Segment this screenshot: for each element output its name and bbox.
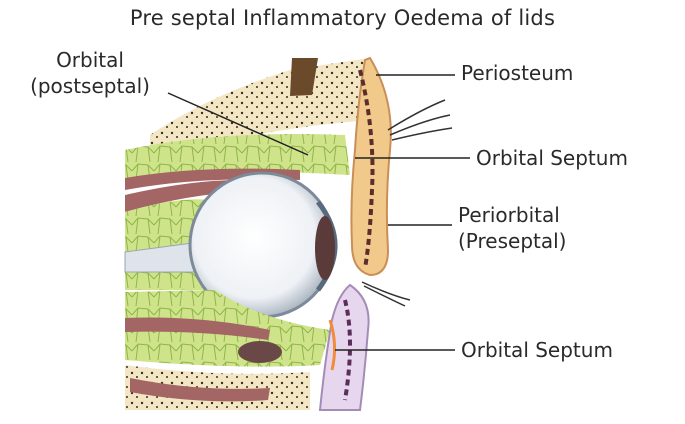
label-orbital-line2: (postseptal) — [12, 73, 168, 99]
label-orbital-postseptal: Orbital (postseptal) — [12, 47, 168, 99]
label-periorbital-preseptal: Periorbital (Preseptal) — [452, 200, 572, 256]
label-periosteum: Periosteum — [455, 58, 579, 88]
label-periorbital-line1: Periorbital — [458, 202, 566, 228]
label-orbital-line1: Orbital — [12, 47, 168, 73]
eyelashes-upper — [388, 100, 452, 140]
label-orbital-septum-lower: Orbital Septum — [455, 335, 619, 365]
eyelashes-lower — [362, 282, 410, 306]
label-periorbital-line2: (Preseptal) — [458, 228, 566, 254]
inferior-oblique-muscle — [238, 341, 282, 363]
lens — [315, 216, 335, 280]
label-orbital-septum-upper: Orbital Septum — [470, 143, 634, 173]
